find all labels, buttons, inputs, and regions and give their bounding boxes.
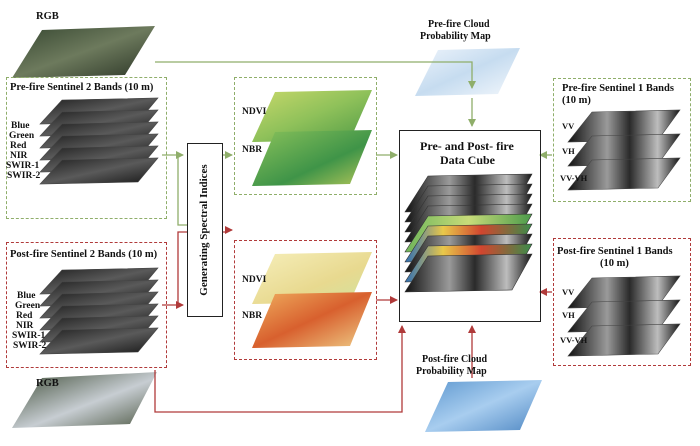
- pre-s1-box: [553, 78, 691, 202]
- ndvi-post-label: NDVI: [242, 275, 267, 285]
- post-s2-band-red: Red: [16, 311, 33, 321]
- pre-s1-title-2: (10 m): [562, 95, 591, 106]
- pre-s1-band-vv: VV: [562, 121, 575, 131]
- post-s1-band-vvvh: VV-VH: [560, 335, 588, 345]
- pre-s2-band-swir2: SWIR-2: [7, 171, 41, 181]
- pre-s2-title: Pre-fire Sentinel 2 Bands (10 m): [10, 82, 154, 93]
- post-cloud-title-2: Probability Map: [416, 366, 487, 377]
- post-s1-band-vv: VV: [562, 287, 575, 297]
- spectral-indices-label: Generating Spectral Indices: [198, 164, 211, 296]
- post-s2-band-swir1: SWIR-1: [12, 331, 46, 341]
- nbr-pre-image: [252, 130, 372, 186]
- post-s2-band-stack: [39, 267, 159, 355]
- pre-fire-connectors: [155, 61, 552, 226]
- data-cube-stack: [404, 173, 533, 293]
- ndvi-pre-label: NDVI: [242, 107, 267, 117]
- post-s1-subtitle: (10 m): [600, 258, 629, 269]
- nbr-post-image: [252, 292, 372, 348]
- post-s2-band-swir2: SWIR-2: [13, 341, 47, 351]
- pre-s2-box: [6, 77, 167, 219]
- pre-s1-band-vh: VH: [562, 146, 575, 156]
- pre-cloud-map: [415, 48, 520, 96]
- post-cloud-title-1: Post-fire Cloud: [422, 354, 488, 365]
- post-s2-title: Post-fire Sentinel 2 Bands (10 m): [10, 249, 158, 260]
- pre-s2-band-blue: Blue: [11, 121, 30, 131]
- post-s2-band-blue: Blue: [17, 291, 36, 301]
- pre-cloud-title-1: Pre-fire Cloud: [428, 19, 490, 30]
- data-cube-title-1: Pre- and Post- fire: [420, 139, 514, 153]
- pre-s2-band-nir: NIR: [10, 151, 28, 161]
- post-s2-box: [6, 242, 167, 368]
- pre-s1-band-stack: [567, 109, 681, 191]
- ndvi-post-image: [252, 252, 372, 304]
- post-s2-band-green: Green: [15, 301, 41, 311]
- post-s1-box: [553, 238, 691, 366]
- pre-s1-band-vvvh: VV-VH: [560, 173, 588, 183]
- pre-indices-box: [234, 77, 377, 195]
- rgb-post-image: [12, 372, 157, 428]
- ndvi-pre-image: [252, 90, 372, 142]
- post-s1-title: Post-fire Sentinel 1 Bands: [557, 246, 673, 257]
- data-cube-title-2: Data Cube: [440, 153, 496, 167]
- pre-s2-band-red: Red: [10, 141, 27, 151]
- rgb-pre-label: RGB: [36, 11, 59, 22]
- nbr-post-label: NBR: [242, 311, 263, 321]
- post-indices-box: [234, 240, 377, 360]
- pre-s1-title-1: Pre-fire Sentinel 1 Bands: [562, 83, 674, 94]
- data-cube-box: [399, 130, 541, 322]
- rgb-pre-image: [12, 26, 155, 78]
- pre-cloud-title-2: Probability Map: [420, 31, 491, 42]
- pre-s2-band-swir1: SWIR-1: [6, 161, 40, 171]
- nbr-pre-label: NBR: [242, 145, 263, 155]
- rgb-post-label: RGB: [36, 378, 59, 389]
- post-cloud-map: [425, 380, 542, 432]
- post-fire-connectors: [154, 226, 552, 413]
- pre-s2-band-green: Green: [9, 131, 35, 141]
- post-s1-band-stack: [567, 275, 681, 357]
- pre-s2-band-stack: [39, 97, 159, 185]
- spectral-indices-box: [187, 143, 223, 317]
- post-s1-band-vh: VH: [562, 310, 575, 320]
- post-s2-band-nir: NIR: [16, 321, 34, 331]
